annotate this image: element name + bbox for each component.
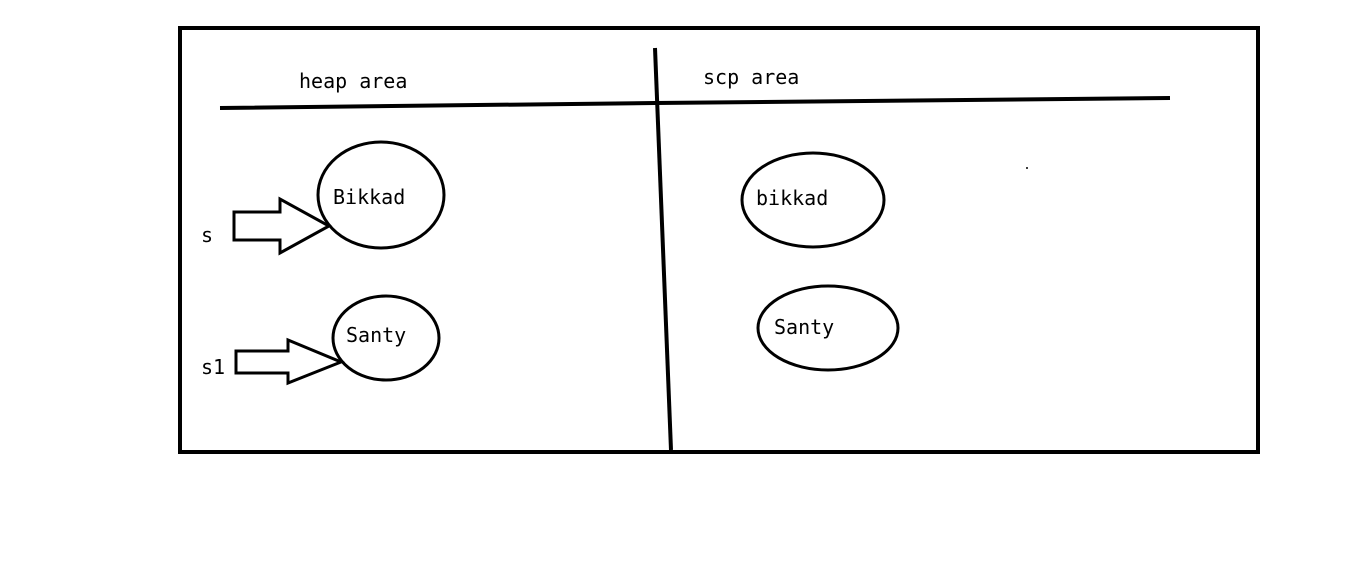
heap-object-bikkad-label: Bikkad — [333, 185, 405, 209]
scp-object-santy-label: Santy — [774, 315, 834, 339]
heap-area-title: heap area — [299, 69, 407, 93]
heap-object-santy-label: Santy — [346, 323, 406, 347]
heap-object-santy: Santy — [331, 294, 441, 382]
scp-object-bikkad-label: bikkad — [756, 186, 828, 210]
scp-area-title: scp area — [703, 65, 799, 89]
scp-object-bikkad-circle — [740, 151, 886, 249]
reference-s1-arrow — [234, 337, 345, 386]
reference-s1-label: s1 — [201, 355, 225, 379]
heap-object-bikkad-circle — [316, 140, 446, 250]
heap-object-bikkad: Bikkad — [316, 140, 446, 250]
stray-dot — [1026, 167, 1028, 169]
reference-s-label: s — [201, 223, 213, 247]
heap-object-santy-circle — [331, 294, 441, 382]
outer-frame — [178, 26, 1260, 454]
reference-s-arrow — [232, 196, 333, 256]
scp-object-santy-circle — [756, 284, 900, 372]
scp-object-bikkad: bikkad — [740, 151, 886, 249]
section-divider — [653, 47, 673, 451]
scp-object-santy: Santy — [756, 284, 900, 372]
header-separator — [219, 96, 1171, 110]
